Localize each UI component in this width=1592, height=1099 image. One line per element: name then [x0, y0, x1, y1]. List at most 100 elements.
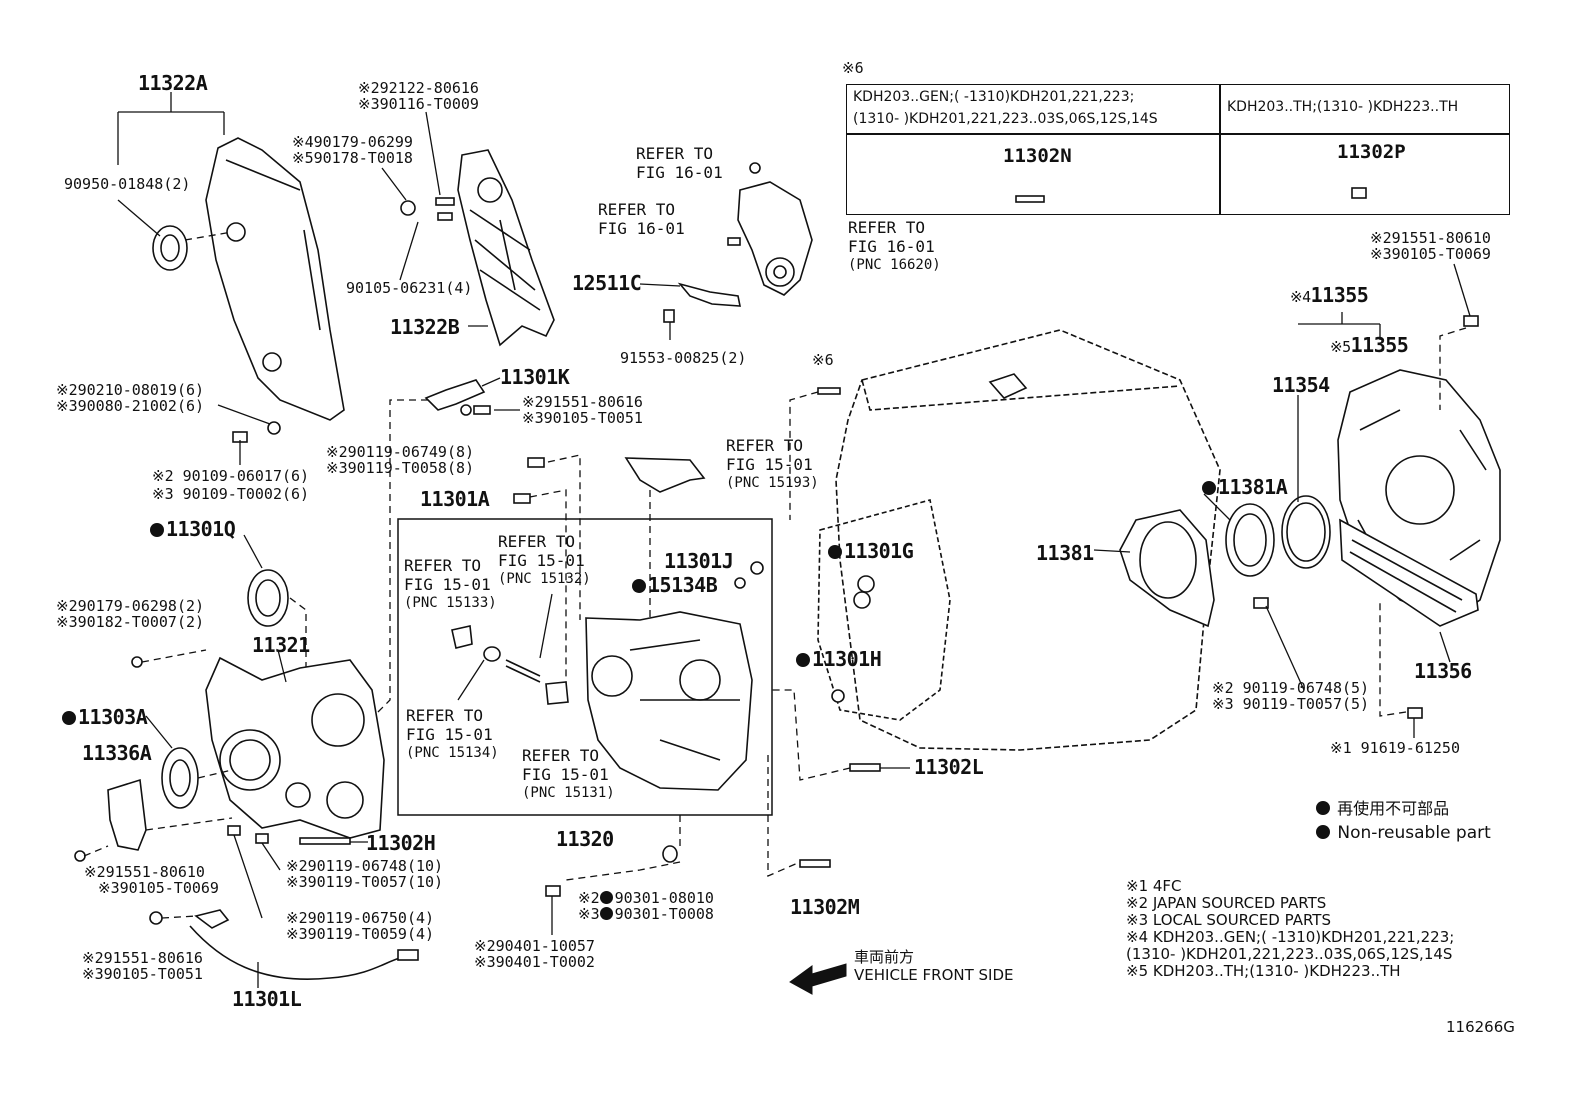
part-11301Q[interactable]: 11301Q [150, 517, 236, 541]
direction-jp: 車両前方 [854, 948, 915, 966]
part-390105-a[interactable]: ※390105-T0051 [522, 409, 643, 427]
part-390105-b[interactable]: ※390105-T0069 [98, 879, 219, 897]
part-5-11355[interactable]: ※511355 [1330, 333, 1409, 358]
footnote-5: ※5 KDH203..TH;(1310- )KDH223..TH [1126, 962, 1401, 980]
part-11301J[interactable]: 11301J [664, 549, 734, 573]
sensor-11301K-drawing [424, 379, 491, 416]
note-mark: ※5 [1330, 338, 1351, 356]
oil-pump-drawing [585, 611, 753, 791]
part-note6[interactable]: ※6 [812, 351, 834, 369]
part-11356[interactable]: 11356 [1414, 659, 1472, 683]
part-11301Q-label: 11301Q [166, 517, 236, 541]
ref-pnc: (PNC 15133) [404, 595, 497, 611]
part-390105-d[interactable]: ※390105-T0069 [1370, 245, 1491, 263]
ref-pnc: (PNC 15193) [726, 475, 819, 491]
part-291551-d[interactable]: ※291551-80610 [1370, 229, 1491, 247]
part-15134B[interactable]: 15134B [632, 573, 718, 597]
part-390116[interactable]: ※390116-T0009 [358, 95, 479, 113]
part-11322A[interactable]: 11322A [138, 71, 208, 95]
part-290210[interactable]: ※290210-08019(6) [56, 381, 205, 399]
ref-label: REFER TO [406, 706, 484, 725]
table-right-part[interactable]: 11302P [1337, 141, 1406, 163]
footnote-2: ※2 JAPAN SOURCED PARTS [1126, 894, 1327, 912]
part-91553[interactable]: 91553-00825(2) [620, 349, 747, 367]
ref-label: REFER TO [598, 200, 676, 219]
direction-en: VEHICLE FRONT SIDE [854, 966, 1014, 984]
footnotes: ※1 4FC ※2 JAPAN SOURCED PARTS ※3 LOCAL S… [1126, 878, 1454, 980]
part-11301G[interactable]: 11301G [828, 540, 914, 562]
part-11321[interactable]: 11321 [252, 633, 310, 657]
tensioner-bracket-drawing [663, 162, 813, 323]
part-291551-a[interactable]: ※291551-80616 [522, 393, 643, 411]
part-390182[interactable]: ※390182-T0007(2) [56, 613, 205, 631]
engine-block-drawing [817, 329, 1221, 751]
part-11322B[interactable]: 11322B [390, 315, 460, 339]
footnote-3: ※3 LOCAL SOURCED PARTS [1126, 911, 1331, 929]
part-291551-b[interactable]: ※291551-80610 [84, 863, 205, 881]
note-mark: ※4 [1290, 288, 1311, 306]
non-reusable-dot [62, 711, 76, 725]
ref-label: REFER TO [636, 144, 714, 163]
part-number: 11355 [1350, 333, 1409, 357]
part-11354[interactable]: 11354 [1272, 373, 1330, 397]
table-left-part[interactable]: 11302N [1003, 145, 1072, 167]
part-290179[interactable]: ※290179-06298(2) [56, 597, 205, 615]
part-4-11355[interactable]: ※411355 [1290, 284, 1369, 308]
legend-jp-text: 再使用不可部品 [1337, 799, 1450, 818]
part-290119-10[interactable]: ※290119-06748(10) [286, 857, 444, 875]
part-390119-4[interactable]: ※390119-T0059(4) [286, 925, 435, 943]
part-390119-10[interactable]: ※390119-T0057(10) [286, 873, 444, 891]
part-11336A[interactable]: 11336A [82, 741, 152, 765]
non-reusable-dot [599, 891, 613, 904]
non-reusable-dot [1202, 481, 1216, 495]
part-11320[interactable]: 11320 [556, 827, 614, 851]
part-11303A-label: 11303A [78, 705, 148, 729]
part-390119-5[interactable]: ※3 90119-T0057(5) [1212, 695, 1370, 713]
part-11301H[interactable]: 11301H [796, 648, 882, 670]
non-reusable-dot [632, 579, 646, 593]
part-390105-c[interactable]: ※390105-T0051 [82, 965, 203, 983]
part-390401[interactable]: ※390401-T0002 [474, 953, 595, 971]
part-390080[interactable]: ※390080-21002(6) [56, 397, 205, 415]
part-390109[interactable]: ※3 90109-T0002(6) [152, 485, 310, 503]
part-290119-5[interactable]: ※2 90119-06748(5) [1212, 679, 1370, 697]
part-12511C[interactable]: 12511C [572, 271, 642, 295]
part-11302H[interactable]: 11302H [366, 831, 436, 855]
part-91619[interactable]: ※1 91619-61250 [1330, 739, 1460, 757]
ref-label: REFER TO [848, 218, 926, 237]
front-arrow [789, 963, 847, 995]
part-11381A[interactable]: 11381A [1202, 476, 1288, 498]
part-15134B-label: 15134B [648, 573, 718, 597]
part-590178[interactable]: ※590178-T0018 [292, 149, 413, 167]
part-490179[interactable]: ※490179-06299 [292, 133, 413, 151]
ref-pnc: (PNC 15131) [522, 785, 615, 801]
part-390119-8[interactable]: ※390119-T0058(8) [326, 459, 475, 477]
part-11302L[interactable]: 11302L [914, 755, 984, 779]
timing-cover-upper-drawing [152, 137, 345, 421]
part-290119-8[interactable]: ※290119-06749(8) [326, 443, 475, 461]
part-11301A[interactable]: 11301A [420, 487, 490, 511]
part-292122[interactable]: ※292122-80616 [358, 79, 479, 97]
part-291551-c[interactable]: ※291551-80616 [82, 949, 203, 967]
part-290401[interactable]: ※290401-10057 [474, 937, 595, 955]
part-290109[interactable]: ※2 90109-06017(6) [152, 467, 310, 485]
part-number: 90301-08010 [614, 889, 714, 907]
part-11301L[interactable]: 11301L [232, 987, 302, 1011]
part-11302M[interactable]: 11302M [790, 895, 860, 919]
part-90105-06231[interactable]: 90105-06231(4) [346, 279, 473, 297]
part-90950[interactable]: 90950-01848(2) [64, 175, 191, 193]
part-11381[interactable]: 11381 [1036, 541, 1094, 565]
part-11303A[interactable]: 11303A [62, 705, 148, 729]
part-290119-4[interactable]: ※290119-06750(4) [286, 909, 435, 927]
part-11301K[interactable]: 11301K [500, 365, 570, 389]
